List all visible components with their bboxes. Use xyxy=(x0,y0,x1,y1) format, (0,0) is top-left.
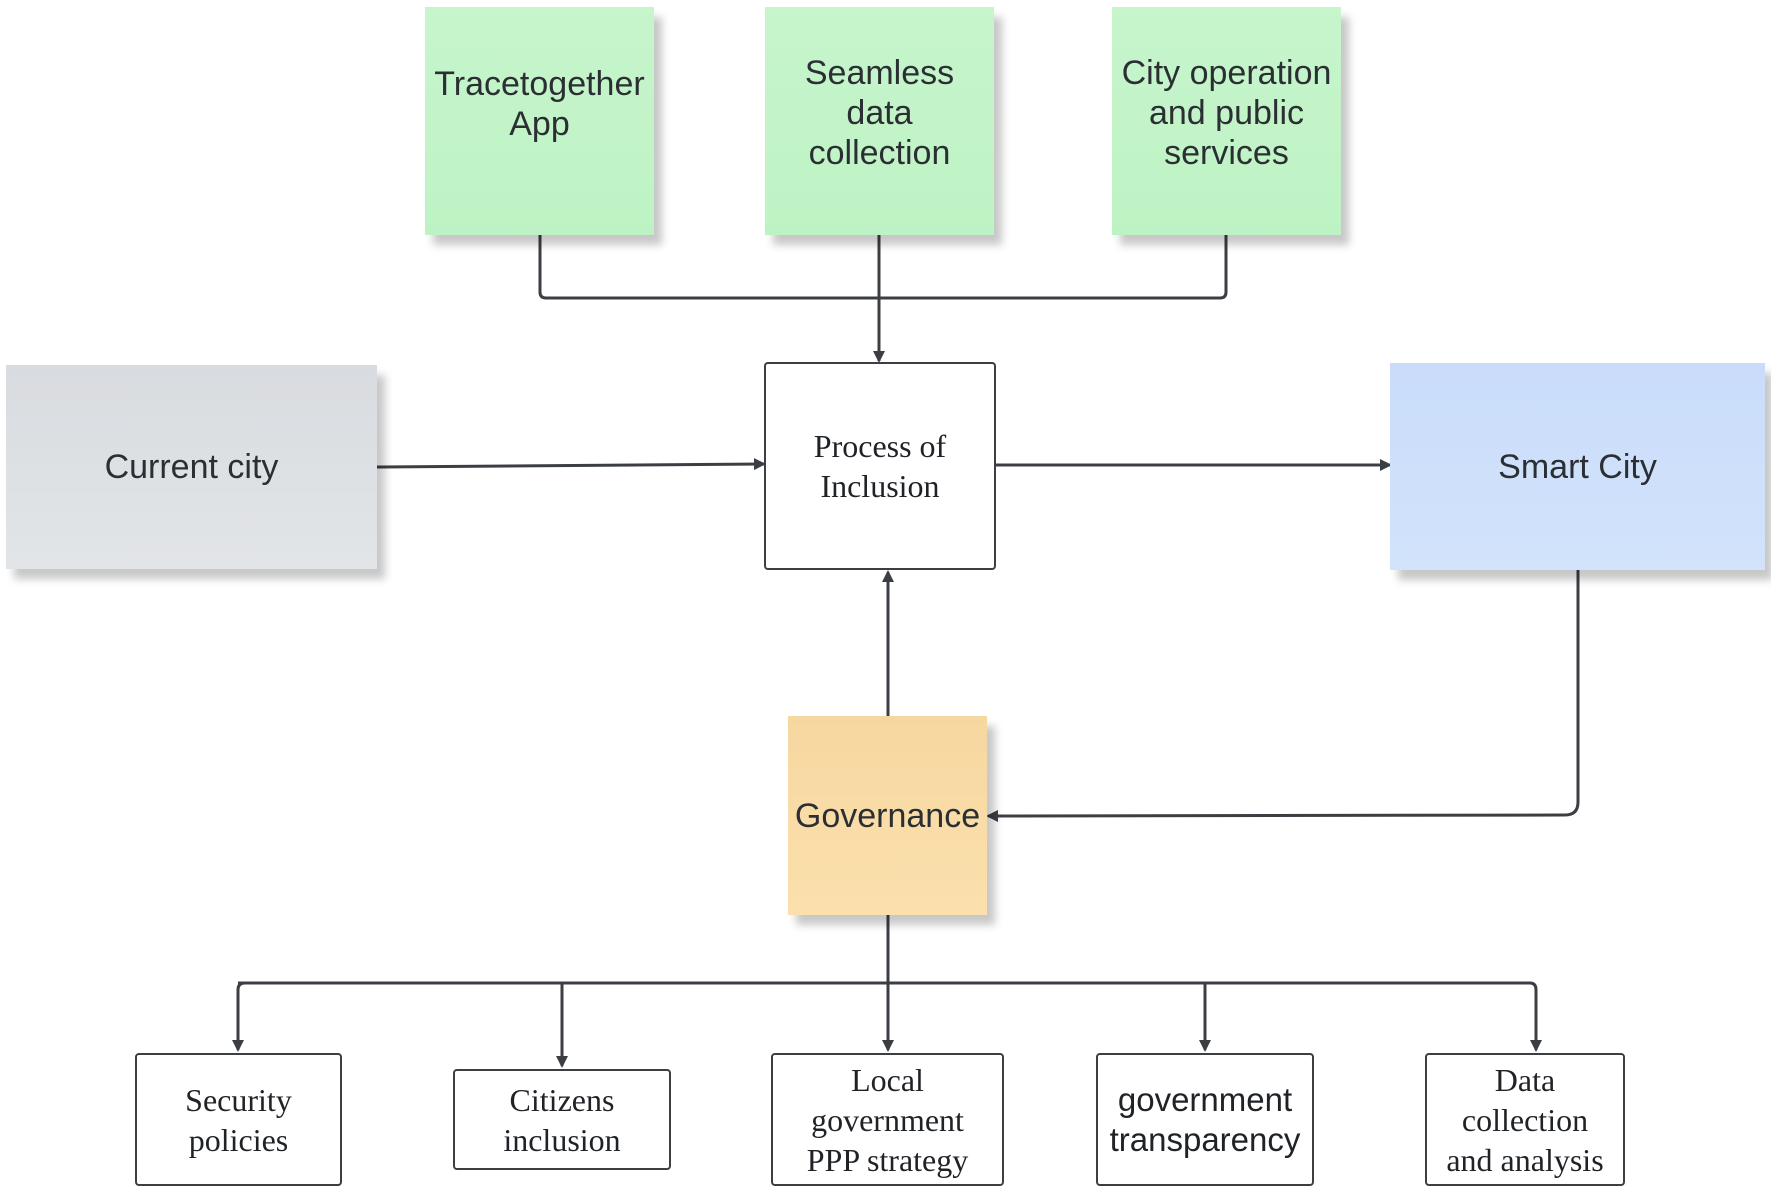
node-seamless-data-collection: Seamless data collection xyxy=(765,7,994,235)
edge-citypublic-to-process xyxy=(874,235,1228,300)
node-government-transparency: government transparency xyxy=(1096,1053,1314,1186)
node-label: Tracetogether App xyxy=(434,65,645,143)
node-label: government transparency xyxy=(1109,1080,1301,1158)
node-label: Governance xyxy=(794,796,981,835)
node-local-government-ppp: Local government PPP strategy xyxy=(771,1053,1004,1186)
edge-currentcity-to-process xyxy=(376,458,766,471)
node-label: Local government PPP strategy xyxy=(806,1061,969,1178)
edge-tracetogether-to-process xyxy=(538,235,874,300)
node-security-policies: Security policies xyxy=(135,1053,342,1186)
node-label: Smart City xyxy=(1498,447,1657,486)
node-governance: Governance xyxy=(788,716,987,915)
node-data-collection-analysis: Data collection and analysis xyxy=(1425,1053,1625,1186)
node-label: Seamless data collection xyxy=(804,54,955,172)
node-citizens-inclusion: Citizens inclusion xyxy=(453,1069,671,1170)
node-city-operation-public-services: City operation and public services xyxy=(1112,7,1341,235)
node-label: City operation and public services xyxy=(1121,54,1332,172)
node-label: Current city xyxy=(104,448,279,486)
edge-smartcity-to-governance xyxy=(986,570,1580,822)
node-process-of-inclusion: Process of Inclusion xyxy=(764,362,996,570)
node-current-city: Current city xyxy=(6,365,377,569)
node-label: Security policies xyxy=(185,1081,292,1158)
node-tracetogether-app: Tracetogether App xyxy=(425,7,654,235)
node-label: Citizens inclusion xyxy=(503,1081,621,1158)
node-label: Process of Inclusion xyxy=(813,428,947,504)
node-label: Data collection and analysis xyxy=(1446,1061,1604,1178)
node-smart-city: Smart City xyxy=(1390,363,1765,570)
